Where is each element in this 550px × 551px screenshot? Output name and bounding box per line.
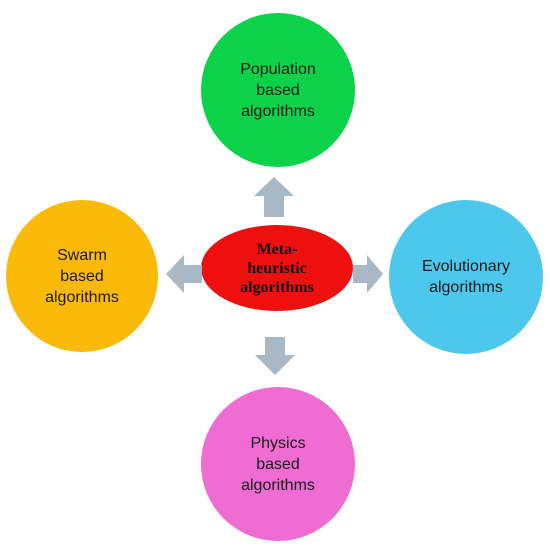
physics-based-label: Physics based algorithms: [241, 434, 315, 494]
arrow-right-icon: [353, 255, 383, 293]
evolutionary-label: Evolutionary algorithms: [421, 258, 511, 296]
population-based-node: Population based algorithms: [201, 13, 355, 167]
physics-based-node: Physics based algorithms: [201, 387, 355, 541]
evolutionary-node: Evolutionary algorithms: [389, 200, 543, 354]
arrow-left-icon: [166, 255, 202, 293]
swarm-based-node: Swarm based algorithms: [6, 200, 158, 352]
arrow-down-icon: [255, 337, 295, 375]
metaheuristic-center-node: Meta- heuristic algorithms: [201, 225, 353, 311]
swarm-based-label: Swarm based algorithms: [45, 246, 119, 306]
metaheuristic-center-label: Meta- heuristic algorithms: [240, 240, 314, 296]
arrow-up-icon: [254, 177, 294, 217]
population-based-label: Population based algorithms: [240, 60, 316, 120]
